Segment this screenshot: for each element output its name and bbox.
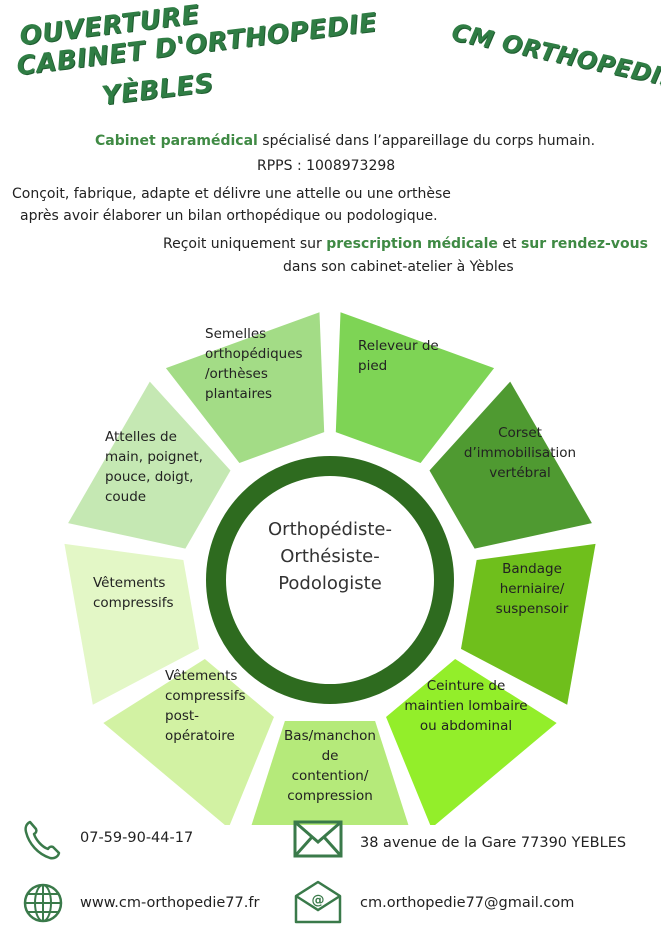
intro-line-1-rest: spécialisé dans l’appareillage du corps …	[257, 133, 596, 149]
wheel-segment-9	[64, 543, 200, 705]
segment-label-line: pied	[358, 358, 388, 374]
segment-label-line: opératoire	[165, 728, 235, 744]
rpps-number: RPPS : 1008973298	[257, 158, 396, 174]
segment-label-1: Releveur de pied	[358, 336, 439, 376]
segment-label-line: /orthèses	[205, 366, 268, 382]
segment-label-6: Vêtements compressifs post-opératoire	[165, 666, 246, 746]
segment-label-line: compressifs	[165, 688, 246, 704]
title-line-3: YÈBLES	[100, 68, 216, 112]
segment-label-line: compression	[287, 788, 373, 804]
center-line-2: Orthésiste-	[280, 546, 380, 567]
segment-label-line: main, poignet,	[105, 449, 203, 465]
prescription-highlight: prescription médicale	[326, 236, 498, 252]
email-icon: @	[294, 880, 342, 924]
segment-label-line: Vêtements	[93, 575, 166, 591]
appointment-highlight: sur rendez-vous	[520, 236, 648, 252]
segment-label-line: Bas/manchon	[284, 728, 376, 744]
segment-label-line: post-	[165, 708, 200, 724]
segment-label-line: maintien lombaire	[404, 698, 528, 714]
center-title: Orthopédiste- Orthésiste- Podologiste	[230, 516, 430, 597]
phone-number[interactable]: 07-59-90-44-17	[80, 830, 194, 846]
segment-label-3: Bandage herniaire/suspensoir	[457, 559, 607, 619]
center-line-3: Podologiste	[278, 573, 382, 594]
segment-label-8: Attelles de main, poignet, pouce, doigt, co…	[105, 427, 203, 507]
segment-label-line: pouce, doigt,	[105, 469, 194, 485]
intro-line-6: dans son cabinet-atelier à Yèbles	[283, 259, 514, 275]
wheel-segment-2	[165, 312, 325, 463]
wheel-segment-6	[386, 658, 557, 825]
intro-line-5-mid: et	[497, 236, 521, 252]
segment-label-line: vertébral	[489, 465, 551, 481]
intro-line-1: Cabinet paramédical spécialisé dans l’ap…	[95, 133, 595, 149]
segment-label-line: Bandage	[502, 561, 562, 577]
segment-label-line: compressifs	[93, 595, 174, 611]
center-disk	[202, 452, 458, 708]
segment-label-7: Vêtements compressifs	[93, 573, 174, 613]
intro-line-3: Conçoit, fabrique, adapte et délivre une…	[12, 186, 451, 202]
address: 38 avenue de la Gare 77390 YEBLES	[360, 835, 627, 851]
segment-label-line: suspensoir	[495, 601, 569, 617]
segment-label-4: Ceinture de maintien lombaire ou abdominal	[391, 676, 541, 736]
intro-highlight: Cabinet paramédical	[95, 133, 258, 149]
mail-icon	[293, 820, 343, 858]
svg-text:@: @	[312, 893, 325, 908]
segment-label-line: Vêtements	[165, 668, 238, 684]
phone-icon	[24, 820, 61, 860]
segment-label-line: d’immobilisation	[463, 445, 577, 461]
wheel-segment-3	[335, 312, 495, 463]
segment-label-line: ou abdominal	[419, 718, 513, 734]
services-wheel	[64, 312, 596, 825]
segment-label-line: plantaires	[205, 386, 273, 402]
wheel-segment-5	[460, 543, 596, 705]
center-line-1: Orthopédiste-	[268, 519, 392, 540]
wheel-segment-7	[251, 720, 409, 825]
segment-label-line: coude	[105, 489, 147, 505]
website-link[interactable]: www.cm-orthopedie77.fr	[80, 895, 260, 911]
segment-label-line: de	[321, 748, 339, 764]
segment-label-line: Attelles de	[105, 429, 177, 445]
wheel-segment-4	[429, 381, 592, 549]
segment-label-line: contention/	[291, 768, 369, 784]
segment-label-line: Corset	[498, 425, 542, 441]
email-link[interactable]: cm.orthopedie77@gmail.com	[360, 895, 575, 911]
globe-icon	[23, 883, 63, 923]
segment-label-line: Ceinture de	[426, 678, 506, 694]
segment-label-line: herniaire/	[499, 581, 565, 597]
segment-label-line: Releveur de	[358, 338, 439, 354]
brand-name: CM ORTHOPEDIE	[449, 18, 661, 94]
segment-label-2: Corset d’immobilisation vertébral	[445, 423, 595, 483]
intro-line-4: après avoir élaborer un bilan orthopédiq…	[20, 208, 438, 224]
wheel-segment-1	[68, 381, 231, 549]
intro-line-5: Reçoit uniquement sur prescription médic…	[163, 236, 648, 252]
center-ring	[206, 456, 454, 704]
segment-label-line: orthopédiques	[205, 346, 303, 362]
intro-line-5-start: Reçoit uniquement sur	[163, 236, 327, 252]
segment-label-5: Bas/manchon de contention/compression	[255, 726, 405, 806]
wheel-segment-8	[103, 658, 274, 825]
segment-label-9: Semelles orthopédiques/orthèses plantaires	[205, 324, 303, 404]
segment-label-line: Semelles	[205, 326, 267, 342]
